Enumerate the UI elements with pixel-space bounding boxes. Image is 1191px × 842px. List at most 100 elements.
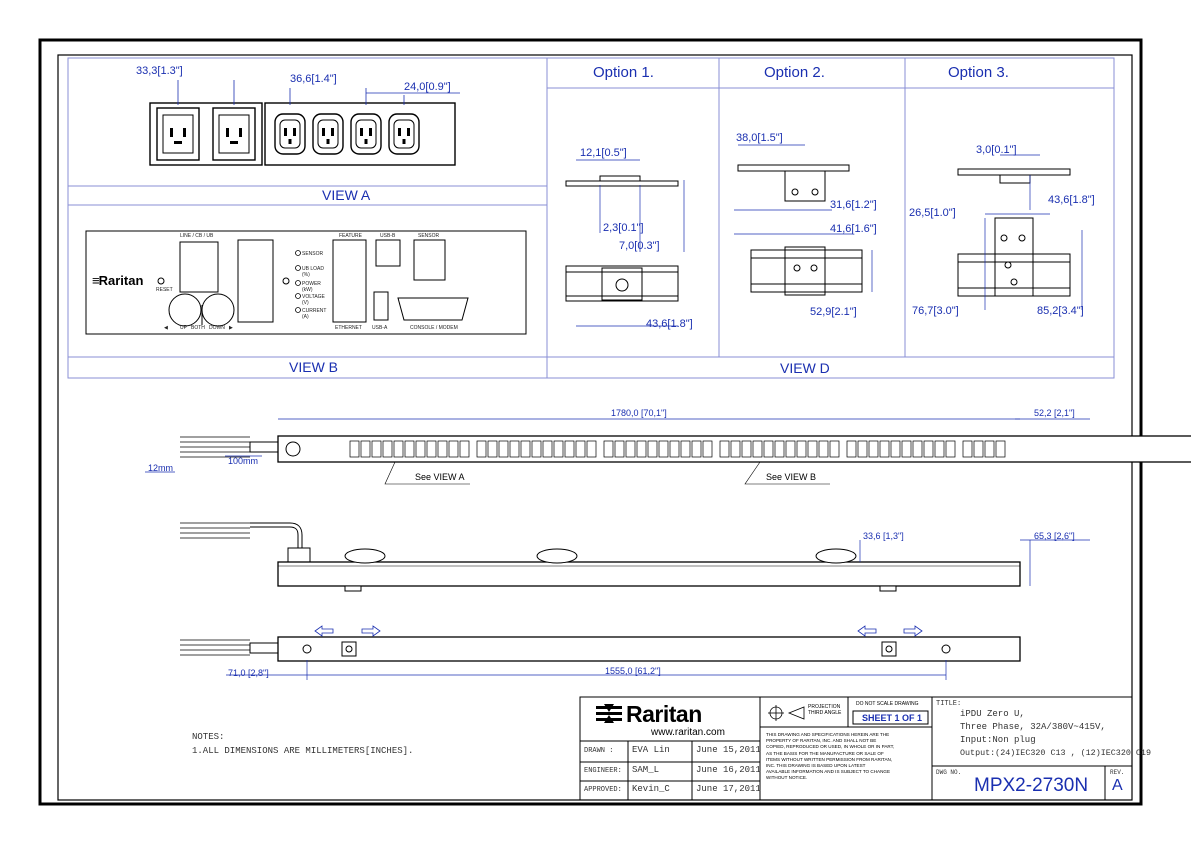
drawn-role: DRAWN : — [584, 747, 614, 755]
panel-ind-current: CURRENT (A) — [302, 308, 327, 320]
opt3-dim-5: 85,2[3.4"] — [1037, 305, 1084, 317]
front-outlet — [702, 440, 713, 458]
opt1-dim-4: 43,6[1.8"] — [646, 318, 693, 330]
option-1-title: Option 1. — [593, 64, 654, 81]
front-outlet — [730, 440, 741, 458]
panel-console: CONSOLE / MODEM — [410, 325, 458, 331]
panel-feature: FEATURE — [339, 233, 362, 239]
front-outlet — [901, 440, 912, 458]
front-outlet — [818, 440, 829, 458]
front-cable-dim: 100mm — [228, 456, 259, 466]
engineer-role: ENGINEER: — [584, 767, 622, 775]
front-outlet — [829, 440, 840, 458]
front-outlet — [498, 440, 509, 458]
front-outlet — [553, 440, 564, 458]
do-not-scale: DO NOT SCALE DRAWING — [856, 701, 919, 707]
rev-label: REV. — [1110, 769, 1125, 776]
disclaimer: THIS DRAWING AND SPECIFICATIONS HEREIN A… — [766, 732, 895, 781]
front-outlet — [382, 440, 393, 458]
projection-label: PROJECTION THIRD ANGLE — [808, 704, 842, 716]
option-2-title: Option 2. — [764, 64, 825, 81]
sheet-number: SHEET 1 OF 1 — [862, 713, 923, 723]
front-outlet — [371, 440, 382, 458]
panel-arrow-right: ▶ — [229, 325, 233, 331]
front-outlet — [603, 440, 614, 458]
front-outlet — [647, 440, 658, 458]
opt2-dim-4: 52,9[2.1"] — [810, 306, 857, 318]
view-a-label: VIEW A — [322, 187, 371, 203]
view-a-dim-1: 33,3[1.3"] — [136, 65, 183, 77]
front-outlet — [846, 440, 857, 458]
front-outlet — [890, 440, 901, 458]
panel-reset: RESET — [156, 287, 173, 293]
brand-url: www.raritan.com — [651, 727, 725, 738]
front-outlet — [437, 440, 448, 458]
front-outlet — [459, 440, 470, 458]
front-outlet — [752, 440, 763, 458]
front-strip-dim: 12mm — [148, 463, 174, 473]
panel-arrow-left: ◀ — [164, 325, 168, 331]
title-line-4: Output:(24)IEC320 C13 , (12)IEC320 C19 — [960, 748, 1151, 758]
front-outlet — [586, 440, 597, 458]
view-b-label: VIEW B — [289, 359, 339, 375]
front-outlet — [509, 440, 520, 458]
front-outlet — [691, 440, 702, 458]
front-outlet — [575, 440, 586, 458]
brand-logo: Raritan — [626, 701, 702, 727]
side-h-dim: 33,6 [1,3"] — [863, 531, 904, 541]
notes-title: NOTES: — [192, 732, 225, 742]
title-line-1: iPDU Zero U, — [960, 709, 1025, 719]
front-outlet — [669, 440, 680, 458]
front-outlet — [973, 440, 984, 458]
drawn-name: EVA Lin — [632, 745, 670, 755]
dwg-number: MPX2-2730N — [974, 775, 1089, 796]
front-outlet — [349, 440, 360, 458]
panel-both: BOTH — [191, 325, 205, 331]
view-d-label: VIEW D — [780, 360, 830, 376]
back-mount-dim: 1555,0 [61,2"] — [605, 666, 661, 676]
front-outlet — [658, 440, 669, 458]
front-outlet — [415, 440, 426, 458]
approved-name: Kevin_C — [632, 784, 670, 794]
front-outlet — [487, 440, 498, 458]
front-depth-dim: 52,2 [2,1"] — [1034, 408, 1075, 418]
side-w-dim: 65,3 [2,6"] — [1034, 531, 1075, 541]
front-outlet — [774, 440, 785, 458]
panel-ind-voltage: VOLTAGE (V) — [302, 294, 325, 306]
front-outlet — [542, 440, 553, 458]
opt3-dim-3: 43,6[1.8"] — [1048, 194, 1095, 206]
title-label: TITLE: — [936, 700, 962, 708]
front-outlet — [785, 440, 796, 458]
opt1-dim-1: 12,1[0.5"] — [580, 147, 627, 159]
front-outlet — [404, 440, 415, 458]
back-offset-dim: 71,0 [2,8"] — [228, 668, 269, 678]
panel-brand: ≡Raritan — [92, 273, 144, 288]
front-outlet — [719, 440, 730, 458]
view-a-dim-3: 24,0[0.9"] — [404, 81, 451, 93]
front-outlet — [476, 440, 487, 458]
dwg-label: DWG NO. — [936, 769, 962, 776]
panel-ind-ub: UB LOAD (%) — [302, 266, 324, 278]
title-line-3: Input:Non plug — [960, 735, 1036, 745]
panel-up: UP — [180, 325, 187, 331]
approved-date: June 17,2011 — [696, 784, 761, 794]
notes-line-1: 1.ALL DIMENSIONS ARE MILLIMETERS[INCHES]… — [192, 746, 414, 756]
front-outlet — [984, 440, 995, 458]
front-outlet — [520, 440, 531, 458]
option-3-title: Option 3. — [948, 64, 1009, 81]
opt2-dim-1: 38,0[1.5"] — [736, 132, 783, 144]
front-outlet — [995, 440, 1006, 458]
approved-role: APPROVED: — [584, 786, 622, 794]
panel-usb-b: USB-B — [380, 233, 396, 239]
front-outlet — [796, 440, 807, 458]
front-outlet — [625, 440, 636, 458]
callout-view-a: See VIEW A — [415, 472, 465, 482]
front-outlet — [531, 440, 542, 458]
front-outlet — [934, 440, 945, 458]
front-outlet — [879, 440, 890, 458]
opt1-dim-2: 2,3[0.1"] — [603, 222, 644, 234]
front-outlet — [923, 440, 934, 458]
front-outlet — [962, 440, 973, 458]
title-line-2: Three Phase, 32A/380V~415V, — [960, 722, 1106, 732]
